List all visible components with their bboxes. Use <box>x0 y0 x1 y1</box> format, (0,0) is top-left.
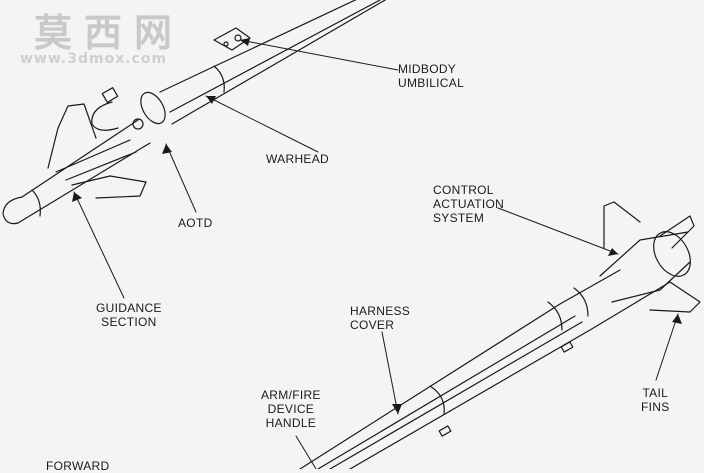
arrow-midbody <box>240 38 250 46</box>
leader-midbody-umbilical <box>239 39 399 71</box>
leader-harness-cover <box>381 331 399 415</box>
body-wire <box>169 0 381 113</box>
leader-warhead <box>205 95 319 153</box>
nose-tip <box>2 196 23 225</box>
forward-fin-upper <box>47 103 97 169</box>
umbilical-bolt-2 <box>223 41 229 47</box>
label-midbody-umbilical: MIDBODY UMBILICAL <box>398 62 465 90</box>
tail-fin-upper <box>603 201 641 249</box>
leader-guidance-section <box>73 191 125 299</box>
label-aotd: AOTD <box>178 216 213 230</box>
tail-fin-lower <box>639 281 701 313</box>
warhead-body <box>159 0 387 125</box>
label-tail-fins: TAIL FINS <box>641 386 670 414</box>
forward-fin-spine <box>55 139 131 173</box>
forward-fin-lower <box>71 175 147 199</box>
arrow-heads <box>72 38 682 414</box>
umbilical-bolt <box>234 34 242 42</box>
aotd-port <box>132 118 144 130</box>
label-arm-fire-device-handle: ARM/FIRE DEVICE HANDLE <box>261 388 321 430</box>
forward-fin-spine-2 <box>65 151 137 181</box>
harness-cover-line <box>317 315 576 469</box>
arm-fire-handle <box>438 425 452 437</box>
guidance-seam <box>31 189 41 217</box>
leader-lines <box>73 39 679 469</box>
aft-body-upper <box>299 269 621 469</box>
leader-arm-fire-handle <box>295 435 317 469</box>
arrow-guidance <box>72 192 82 202</box>
label-harness-cover: HARNESS COVER <box>350 304 411 332</box>
aft-clip <box>560 341 574 353</box>
arrow-harness <box>392 404 402 414</box>
arrow-control <box>608 248 618 256</box>
leader-aotd <box>165 143 197 213</box>
watermark-chinese: 莫西网 <box>34 11 185 55</box>
warhead-seam <box>213 65 225 93</box>
watermark-url: www.3dmox.com <box>20 51 168 67</box>
arrow-warhead <box>206 96 216 104</box>
label-guidance-section: GUIDANCE SECTION <box>96 301 162 329</box>
cable-connector <box>101 87 119 103</box>
aft-ring-3 <box>573 287 589 317</box>
guidance-section-body <box>17 119 151 224</box>
tail-end <box>653 231 691 277</box>
harness-cover-line-2 <box>329 321 583 469</box>
aft-ring-1 <box>429 385 445 415</box>
label-warhead: WARHEAD <box>266 152 329 166</box>
leader-control-actuation <box>497 207 619 255</box>
arrow-tail <box>672 314 682 324</box>
aotd-ring <box>140 91 166 125</box>
aft-missile <box>299 201 701 469</box>
label-forward: FORWARD <box>46 459 110 473</box>
tail-fin-right <box>659 215 695 249</box>
aft-ring-2 <box>547 301 563 331</box>
control-actuation-body <box>599 231 691 303</box>
leader-tail-fins <box>655 313 679 381</box>
midbody-umbilical-housing <box>213 27 251 51</box>
label-control-actuation-system: CONTROL ACTUATION SYSTEM <box>433 183 505 225</box>
aft-body-lower <box>349 299 641 469</box>
umbilical-cable <box>91 101 119 131</box>
arrow-aotd <box>162 144 172 154</box>
